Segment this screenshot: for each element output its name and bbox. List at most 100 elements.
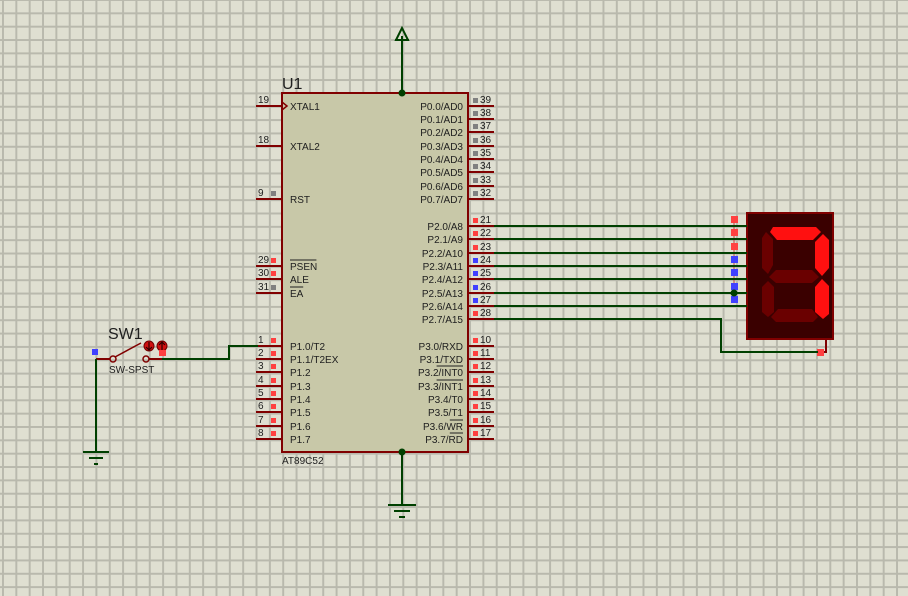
- pin-number: 22: [480, 228, 492, 239]
- pin-number: 39: [480, 95, 492, 106]
- pin-name: P0.4/AD4: [420, 155, 463, 166]
- mcu-u1[interactable]: U1 AT89C52 19XTAL118XTAL29RST29PSEN30ALE…: [256, 76, 494, 467]
- mcu-pin-5[interactable]: 5P1.4: [256, 388, 311, 406]
- pin-number: 2: [258, 348, 264, 359]
- mcu-pin-3[interactable]: 3P1.2: [256, 361, 311, 379]
- switch-left-contact: [109, 355, 117, 363]
- pin-name: P3.1/TXD: [420, 355, 463, 366]
- display-pin-state-5: [731, 283, 738, 290]
- mcu-body[interactable]: [281, 92, 469, 453]
- mcu-pin-8[interactable]: 8P1.7: [256, 428, 311, 446]
- switch-lever[interactable]: [114, 342, 142, 358]
- pin-name: P0.5/AD5: [420, 168, 463, 179]
- pin-state-indicator: [473, 218, 478, 223]
- pin-number: 12: [480, 361, 492, 372]
- pin-state-indicator: [473, 151, 478, 156]
- pin-state-indicator: [473, 404, 478, 409]
- mcu-pin-2[interactable]: 2P1.1/T2EX: [256, 348, 339, 366]
- pin-name: P0.7/AD7: [420, 195, 463, 206]
- ground-terminal-mcu[interactable]: [388, 448, 416, 518]
- power-terminal[interactable]: [394, 25, 410, 97]
- mcu-pin-1[interactable]: 1P1.0/T2: [256, 335, 325, 353]
- mcu-pin-4[interactable]: 4P1.3: [256, 375, 311, 393]
- pin-name: P1.2: [290, 368, 311, 379]
- pin-state-indicator: [271, 431, 276, 436]
- switch-sw1[interactable]: SW1 SW-SPST: [92, 326, 168, 376]
- pin-number: 10: [480, 335, 492, 346]
- mcu-ref-label: U1: [282, 76, 303, 93]
- pin-number: 27: [480, 295, 492, 306]
- switch-open-button[interactable]: [156, 340, 168, 352]
- pin-number: 1: [258, 335, 264, 346]
- mcu-pin-6[interactable]: 6P1.5: [256, 401, 311, 419]
- segment-e: [762, 281, 774, 317]
- pin-number: 14: [480, 388, 492, 399]
- pin-name: P3.6/WR: [423, 422, 463, 433]
- pin-number: 11: [480, 348, 491, 359]
- pin-state-indicator: [271, 191, 276, 196]
- pin-name: P2.2/A10: [422, 249, 464, 260]
- pin-name: XTAL2: [290, 142, 320, 153]
- switch-right-contact: [142, 355, 150, 363]
- pin-state-indicator: [473, 285, 478, 290]
- power-junction: [398, 89, 406, 97]
- pin-name: P1.1/T2EX: [290, 355, 339, 366]
- pin-number: 21: [480, 215, 492, 226]
- pin-state-indicator: [271, 351, 276, 356]
- pin-state-indicator: [271, 391, 276, 396]
- pin-state-indicator: [473, 164, 478, 169]
- mcu-pin-7[interactable]: 7P1.6: [256, 415, 311, 433]
- pin-number: 5: [258, 388, 264, 399]
- pin-number: 29: [258, 255, 270, 266]
- display-pin-state-4: [731, 269, 738, 276]
- switch-wires: [83, 345, 258, 465]
- pin-number: 4: [258, 375, 264, 386]
- pin-number: 34: [480, 161, 492, 172]
- pin-state-indicator: [473, 258, 478, 263]
- seven-segment-display[interactable]: [731, 212, 834, 356]
- pin-state-indicator: [473, 391, 478, 396]
- wire-p2-7-to-display-common[interactable]: [494, 318, 818, 353]
- wire-sw1-to-p1-0[interactable]: [162, 345, 258, 360]
- pin-name: P0.1/AD1: [420, 115, 463, 126]
- pin-name: P0.3/AD3: [420, 142, 463, 153]
- switch-right-pin-state: [159, 350, 166, 356]
- pin-name: P0.0/AD0: [420, 102, 463, 113]
- pin-number: 17: [480, 428, 492, 439]
- switch-close-button[interactable]: [143, 340, 155, 352]
- pin-number: 32: [480, 188, 492, 199]
- pin-state-indicator: [473, 231, 478, 236]
